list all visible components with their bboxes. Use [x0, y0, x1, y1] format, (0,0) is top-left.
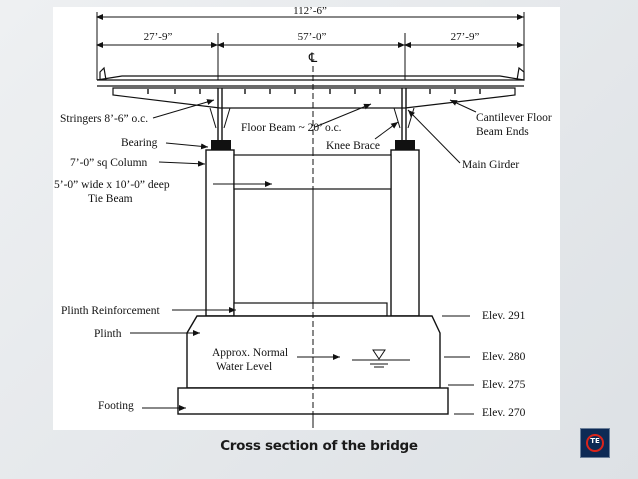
label-bearing: Bearing [121, 137, 158, 149]
dim-center: 57’-0” [298, 31, 327, 43]
label-knee-brace: Knee Brace [326, 140, 380, 152]
logo-badge[interactable]: TE [580, 428, 610, 458]
label-plinth-reinforcement: Plinth Reinforcement [61, 305, 160, 317]
logo-ring-icon [586, 434, 604, 452]
plinth-reinforcement [233, 302, 388, 317]
elevation-291: Elev. 291 [482, 310, 526, 322]
label-cantilever-2: Beam Ends [476, 126, 529, 138]
figure-caption: Cross section of the bridge [220, 438, 418, 454]
water-level-symbol [352, 349, 410, 368]
dim-total: 112’-6” [293, 5, 327, 17]
elevation-270: Elev. 270 [482, 407, 526, 419]
dim-right: 27’-9” [451, 31, 480, 43]
label-stringers: Stringers 8’-6” o.c. [60, 113, 148, 125]
label-floor-beam: Floor Beam ~ 20’ o.c. [241, 122, 342, 134]
elevation-280: Elev. 280 [482, 351, 526, 363]
label-water-2: Water Level [216, 361, 272, 373]
elevation-275: Elev. 275 [482, 379, 526, 391]
bearing-right [395, 140, 415, 150]
label-plinth: Plinth [94, 328, 122, 340]
bearing-left [211, 140, 231, 150]
column-right [390, 149, 420, 317]
label-tie-beam-2: Tie Beam [88, 193, 133, 205]
label-footing: Footing [98, 400, 134, 412]
footing [177, 387, 449, 415]
column-left [205, 149, 235, 317]
dim-left: 27’-9” [144, 31, 173, 43]
floor-beam [112, 87, 516, 109]
label-tie-beam-1: 5’-0” wide x 10’-0” deep [54, 179, 170, 191]
label-cantilever-1: Cantilever Floor [476, 112, 552, 124]
main-girder-right [393, 88, 415, 140]
main-girder-left [209, 88, 231, 140]
leader-lines-left [130, 99, 340, 411]
deck-slab [96, 66, 525, 87]
centerline-symbol: ℄ [308, 50, 318, 65]
dimension-lines [96, 12, 525, 80]
leader-lines-right [314, 99, 477, 415]
stringers [147, 89, 481, 94]
label-water-1: Approx. Normal [212, 347, 288, 359]
label-main-girder: Main Girder [462, 159, 519, 171]
label-column: 7’-0” sq Column [70, 157, 148, 169]
logo-text: TE [590, 437, 600, 445]
